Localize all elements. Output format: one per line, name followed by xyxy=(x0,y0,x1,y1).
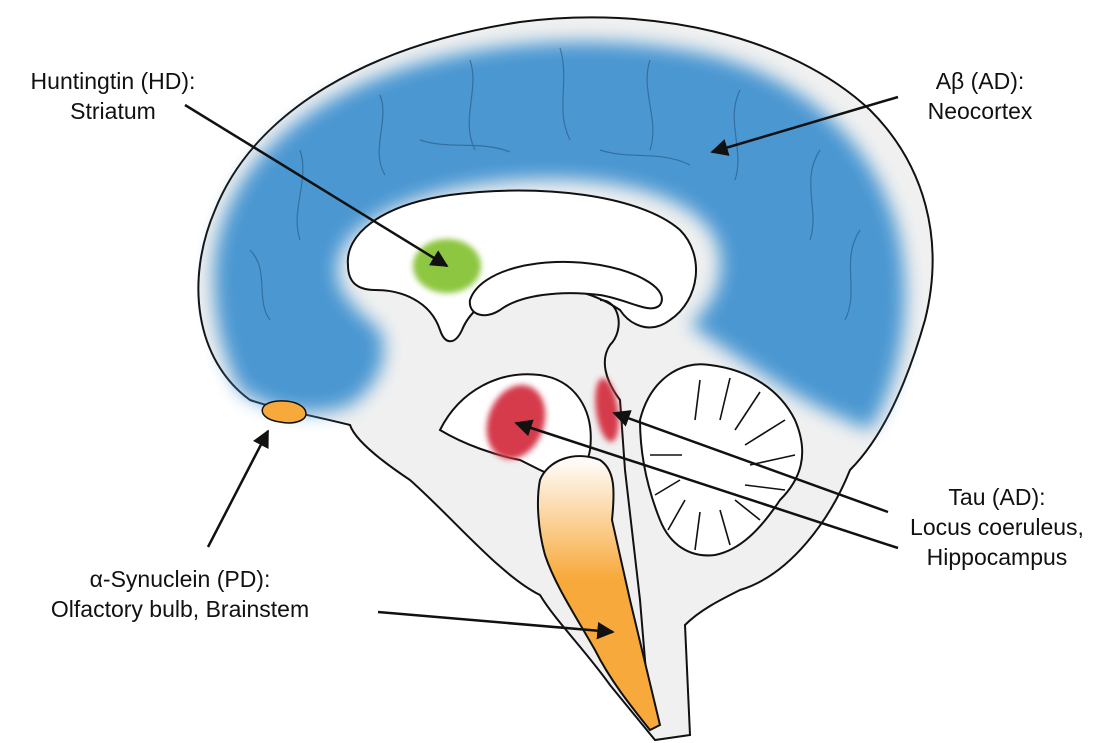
label-tau-line2: Locus coeruleus, xyxy=(892,512,1102,542)
label-tau-line3: Hippocampus xyxy=(892,542,1102,572)
olfactory-bulb xyxy=(262,401,306,423)
label-synuclein-line2: Olfactory bulb, Brainstem xyxy=(20,594,340,624)
label-huntingtin-line2: Striatum xyxy=(8,96,218,126)
label-synuclein: α-Synuclein (PD): Olfactory bulb, Brains… xyxy=(20,564,340,624)
label-synuclein-line1: α-Synuclein (PD): xyxy=(20,564,340,594)
label-abeta-line2: Neocortex xyxy=(900,96,1060,126)
arrow-synuclein-bulb xyxy=(208,431,268,547)
label-abeta-line1: Aβ (AD): xyxy=(900,66,1060,96)
label-huntingtin-line1: Huntingtin (HD): xyxy=(8,66,218,96)
label-tau: Tau (AD): Locus coeruleus, Hippocampus xyxy=(892,482,1102,572)
label-tau-line1: Tau (AD): xyxy=(892,482,1102,512)
label-abeta: Aβ (AD): Neocortex xyxy=(900,66,1060,126)
label-huntingtin: Huntingtin (HD): Striatum xyxy=(8,66,218,126)
